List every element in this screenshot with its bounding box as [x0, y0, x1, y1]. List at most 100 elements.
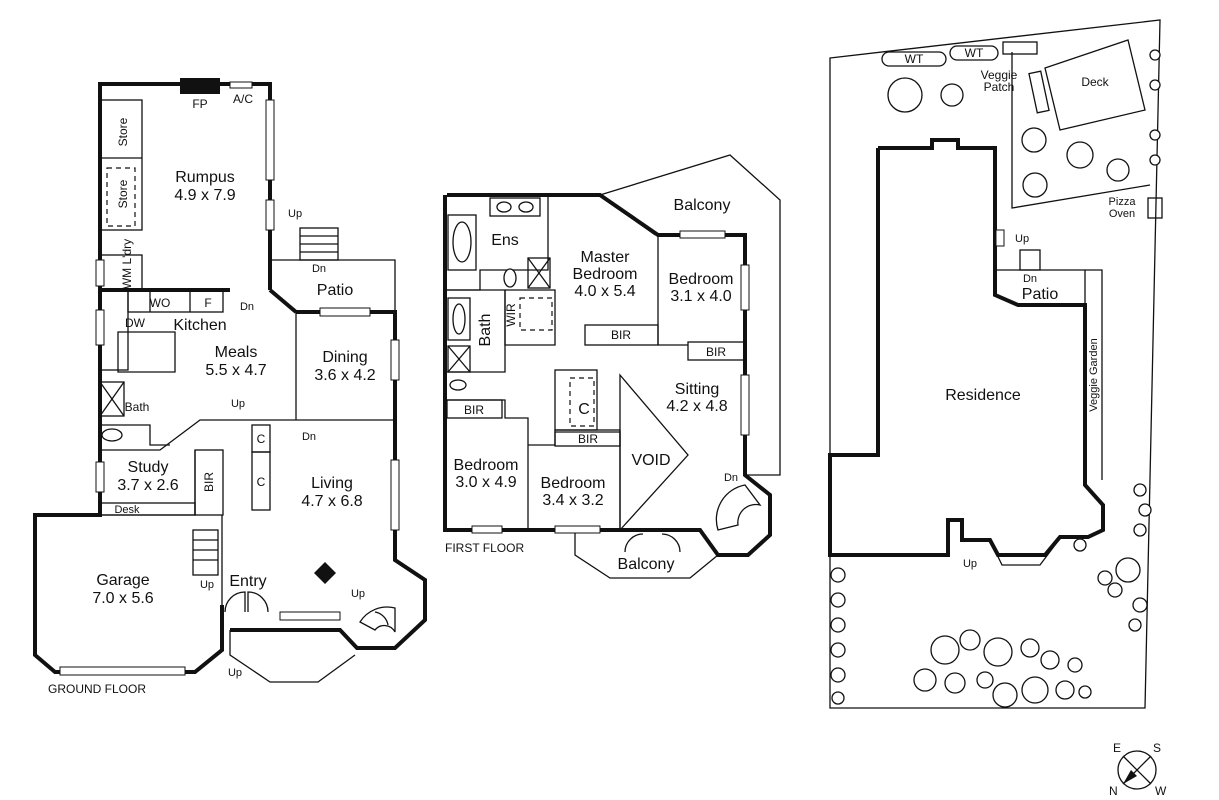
bed2-size: 3.1 x 4.0	[670, 288, 731, 305]
shower-fixture	[99, 381, 125, 417]
void-outline	[619, 373, 689, 532]
cupboard-shelving	[569, 377, 595, 427]
tree-icon	[992, 682, 1018, 708]
ensuite-toilet-icon	[503, 268, 517, 288]
residence-front-porch	[989, 539, 1056, 566]
bed2-label: Bedroom	[669, 271, 734, 288]
tree-icon	[940, 83, 964, 107]
tree-icon	[830, 592, 846, 608]
cupboard-2-label: C	[257, 475, 266, 489]
wir-shelving	[519, 297, 553, 331]
sitting-window	[740, 374, 750, 436]
veggie-patch-label-2: Patch	[984, 80, 1015, 94]
meals-up-label: Up	[231, 398, 245, 410]
void-label: VOID	[631, 452, 670, 469]
tree-icon	[1115, 557, 1141, 583]
balcony-door-left	[624, 533, 644, 553]
garage-door	[59, 666, 186, 676]
kitchen-bench-top	[127, 289, 224, 313]
ground-floor-plan: Rumpus 4.9 x 7.9 Store Store FP A/C Up W…	[33, 78, 427, 696]
tree-icon	[1149, 129, 1161, 141]
store-label-upper: Store	[116, 117, 130, 146]
compass-rose: E S N W	[1109, 741, 1167, 798]
bed4-size: 3.4 x 3.2	[542, 492, 603, 509]
tree-icon	[983, 637, 1013, 667]
tree-icon	[1022, 172, 1048, 198]
entry-up-label: Up	[228, 667, 242, 679]
bed4-label: Bedroom	[541, 475, 606, 492]
tree-icon	[1106, 158, 1130, 182]
tree-icon	[830, 567, 846, 583]
master-size: 4.0 x 5.4	[574, 283, 635, 300]
veggie-garden-label: Veggie Garden	[1088, 338, 1100, 411]
study-size: 3.7 x 2.6	[117, 477, 178, 494]
cupboard-area	[554, 369, 598, 431]
rumpus-size: 4.9 x 7.9	[174, 187, 235, 204]
bathroom-label: Bath	[477, 314, 494, 347]
meals-label: Meals	[215, 344, 258, 361]
tree-icon	[1132, 597, 1148, 613]
laundry-window	[95, 259, 105, 287]
bed2-window-side	[740, 264, 750, 311]
tree-icon	[1073, 538, 1087, 552]
wir-label: WIR	[504, 303, 518, 327]
tree-icon	[831, 691, 845, 705]
bath-label: Bath	[125, 400, 150, 414]
tree-icon	[976, 671, 994, 689]
study-label: Study	[128, 459, 169, 476]
tree-icon	[1149, 154, 1161, 166]
ensuite-bath-tub-icon	[452, 221, 472, 263]
tree-icon	[1097, 570, 1113, 586]
laundry-label: WM L'dry	[120, 239, 134, 289]
tree-icon	[887, 77, 923, 113]
living-north-partition	[100, 419, 395, 451]
cupboard-1-label: C	[257, 432, 266, 446]
ground-floor-west-wall	[33, 290, 224, 674]
ground-floor-east-wall	[230, 310, 427, 650]
site-trees	[830, 49, 1161, 708]
sitting-size: 4.2 x 4.8	[666, 398, 727, 415]
deck-outline	[1044, 39, 1146, 131]
water-tank-1	[881, 51, 947, 67]
garage-steps	[192, 529, 219, 576]
patio-label: Patio	[317, 282, 354, 299]
bathroom-tub-icon	[452, 303, 466, 335]
air-conditioner-icon	[229, 81, 253, 89]
dining-label: Dining	[322, 349, 367, 366]
living-size: 4.7 x 6.8	[301, 493, 362, 510]
tree-icon	[1133, 483, 1147, 497]
meals-size: 5.5 x 4.7	[205, 362, 266, 379]
tree-icon	[1040, 650, 1060, 670]
site-front-up-label: Up	[963, 558, 977, 570]
compass-north-label: N	[1109, 784, 1118, 798]
kitchen-corner-wall	[268, 288, 298, 314]
first-floor-plan: Ens Master Bedroom 4.0 x 5.4 Bedroom 3.1…	[443, 154, 781, 579]
bathroom-shower	[447, 345, 471, 373]
stair-up-label: Up	[351, 588, 365, 600]
residence-outline	[828, 138, 1105, 557]
entry-window	[279, 611, 341, 621]
cupboard-2	[251, 451, 271, 511]
residence-label: Residence	[945, 387, 1021, 404]
garage-label: Garage	[96, 572, 149, 589]
tree-icon	[930, 635, 960, 665]
water-tank-2-label: WT	[965, 46, 984, 60]
bed3-size: 3.0 x 4.9	[455, 474, 516, 491]
dishwasher-label: DW	[125, 316, 146, 330]
bed2-bir	[687, 341, 746, 361]
pizza-oven-label-1: Pizza	[1109, 196, 1137, 208]
ground-floor-caption: GROUND FLOOR	[48, 682, 146, 696]
dining-window-top	[319, 307, 371, 317]
veggie-patch-label-1: Veggie	[981, 68, 1018, 82]
rear-door	[995, 229, 1005, 247]
tree-icon	[830, 617, 846, 633]
garage-up-label: Up	[200, 579, 214, 591]
compass-north-arrow-icon	[1123, 770, 1137, 784]
living-label: Living	[311, 475, 353, 492]
fireplace-label: FP	[192, 97, 207, 111]
study-bir-label: BIR	[202, 472, 216, 492]
balcony-top-label: Balcony	[674, 197, 731, 214]
stair-dn-label: Dn	[724, 472, 738, 484]
bed3-bir-label: BIR	[464, 403, 484, 417]
study-window	[95, 461, 105, 493]
